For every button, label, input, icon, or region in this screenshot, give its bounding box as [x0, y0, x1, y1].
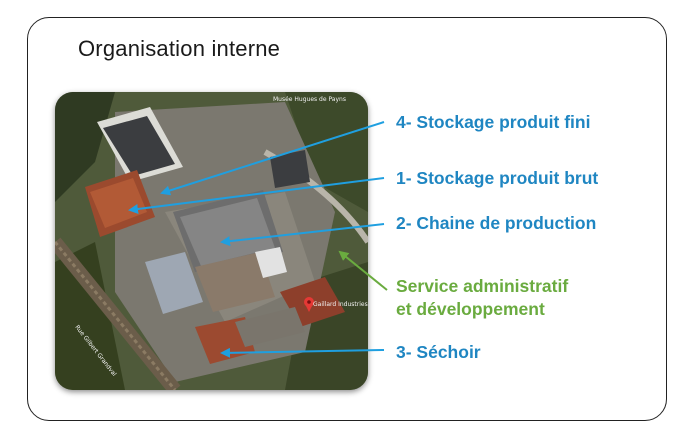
slide-title: Organisation interne — [78, 36, 281, 61]
label-stockage-fini: 4- Stockage produit fini — [396, 112, 591, 132]
label-service-line2: et développement — [396, 299, 545, 319]
label-chaine: 2- Chaine de production — [396, 213, 597, 233]
label-stockage-brut: 1- Stockage produit brut — [396, 168, 599, 188]
label-service: Service administratif et développement — [396, 275, 568, 321]
map-label-place-mid: Gaillard Industries — [313, 301, 368, 308]
label-sechoir: 3- Séchoir — [396, 342, 481, 362]
map-label-place-top: Musée Hugues de Payns — [273, 96, 346, 103]
map-pin-icon — [304, 297, 314, 312]
aerial-photo: Musée Hugues de Payns Gaillard Industrie… — [55, 92, 368, 390]
label-service-line1: Service administratif — [396, 276, 569, 296]
content-frame — [27, 17, 667, 421]
